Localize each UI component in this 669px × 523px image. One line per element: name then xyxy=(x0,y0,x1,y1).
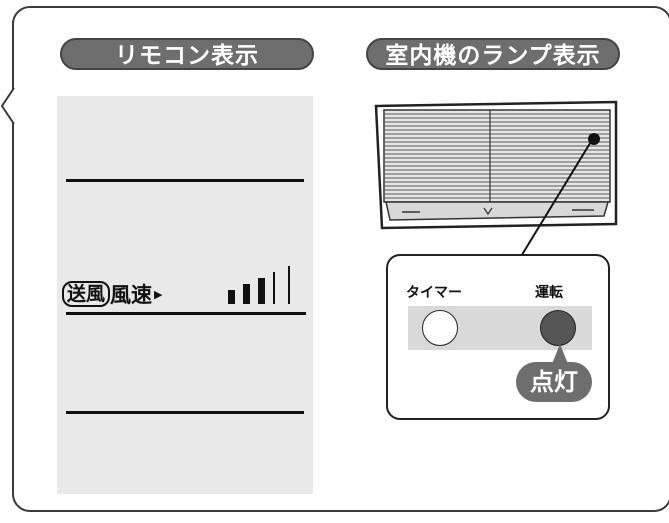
indoor-lamp-title: 室内機のランプ表示 xyxy=(366,38,620,70)
remote-display-title: リモコン表示 xyxy=(60,38,314,70)
badge-pointer xyxy=(552,344,568,364)
lamp-strip xyxy=(408,306,592,350)
indoor-unit-illustration xyxy=(374,100,618,230)
lcd-divider xyxy=(66,411,304,414)
speed-bar-empty xyxy=(288,266,290,304)
speed-bar-filled xyxy=(243,284,250,304)
speed-bar-filled xyxy=(258,278,265,304)
run-lamp-label: 運転 xyxy=(535,285,563,301)
fan-speed-row: 送風 風速 ▶ xyxy=(62,279,162,309)
arrow-right-icon: ▶ xyxy=(154,287,163,301)
run-lamp-on xyxy=(540,310,576,346)
timer-lamp-off xyxy=(422,310,458,346)
timer-lamp-label: タイマー xyxy=(406,285,462,301)
lamp-panel: タイマー 運転 xyxy=(386,254,610,420)
speed-bar-filled xyxy=(228,290,235,304)
fan-speed-bars xyxy=(228,266,290,304)
lcd-divider xyxy=(66,179,304,182)
remote-lcd-screen xyxy=(57,96,313,494)
speed-bar-empty xyxy=(273,272,275,304)
status-badge: 点灯 xyxy=(516,362,592,402)
speech-tail xyxy=(0,88,15,124)
mode-indicator: 送風 xyxy=(62,281,111,307)
fan-speed-label: 風速 xyxy=(110,283,153,307)
lcd-divider xyxy=(66,312,306,315)
